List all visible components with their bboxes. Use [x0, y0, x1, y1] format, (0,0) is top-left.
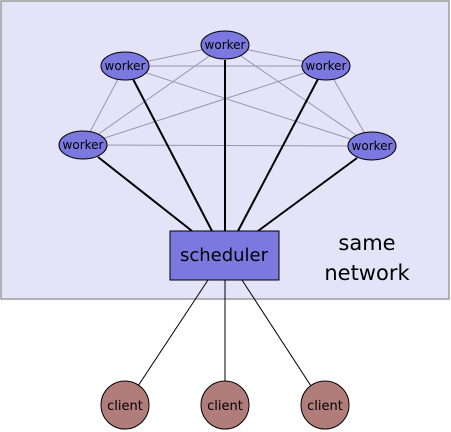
- client-node: client: [100, 380, 150, 430]
- link-line: [132, 78, 213, 232]
- client-label: client: [207, 399, 243, 414]
- link-line: [97, 156, 193, 232]
- worker-label: worker: [352, 139, 393, 153]
- worker-node: worker: [200, 30, 250, 60]
- link-line: [257, 157, 358, 232]
- worker-label: worker: [306, 59, 347, 73]
- worker-ellipse: [200, 30, 250, 60]
- mesh-line: [82, 144, 373, 147]
- scheduler-client-links: [137, 279, 312, 387]
- worker-node: worker: [347, 131, 397, 161]
- client-link: [241, 279, 312, 387]
- mesh-line: [124, 65, 373, 147]
- mesh-line: [82, 65, 327, 146]
- worker-ellipse: [100, 51, 150, 81]
- client-node: client: [300, 380, 350, 430]
- client-label: client: [107, 399, 143, 414]
- client-circle: [300, 380, 350, 430]
- mesh-line: [82, 44, 226, 146]
- worker-ellipse: [301, 51, 351, 81]
- worker-label: worker: [105, 59, 146, 73]
- worker-label: worker: [63, 138, 104, 152]
- worker-ellipse: [58, 130, 108, 160]
- worker-node: worker: [100, 51, 150, 81]
- scheduler-node: scheduler: [169, 230, 280, 281]
- worker-ellipse: [347, 131, 397, 161]
- network-label-line1: same: [338, 231, 395, 255]
- worker-label: worker: [205, 38, 246, 52]
- scheduler-worker-links: [97, 60, 358, 232]
- client-label: client: [307, 399, 343, 414]
- network-label-line2: network: [324, 261, 410, 285]
- link-line: [237, 78, 319, 232]
- client-node: client: [200, 380, 250, 430]
- worker-node: worker: [58, 130, 108, 160]
- client-circle: [100, 380, 150, 430]
- mesh-line: [224, 44, 373, 147]
- scheduler-box: [169, 230, 280, 281]
- client-circle: [200, 380, 250, 430]
- scheduler-label: scheduler: [180, 245, 269, 266]
- worker-node: worker: [301, 51, 351, 81]
- client-link: [137, 279, 209, 387]
